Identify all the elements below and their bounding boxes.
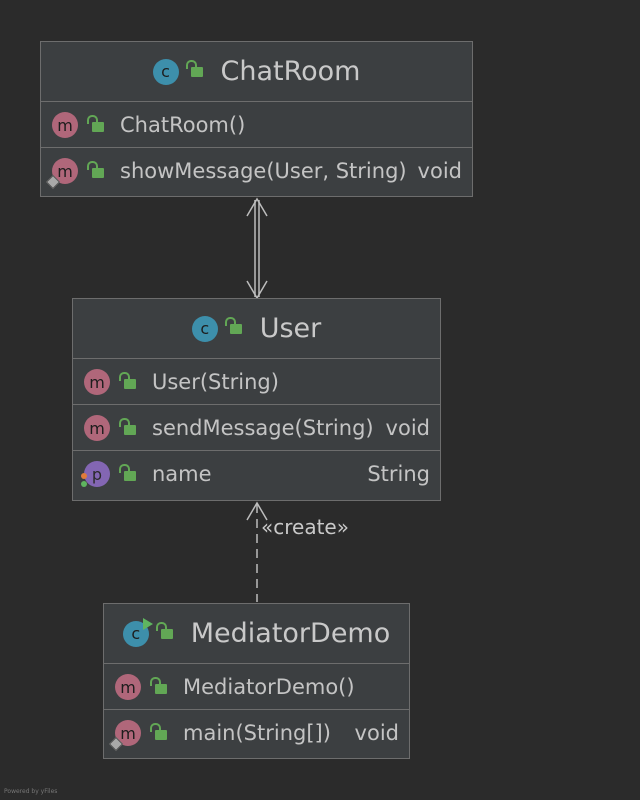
public-lock-icon bbox=[87, 115, 104, 132]
method-icon-letter: m bbox=[57, 161, 73, 181]
create-arrowhead bbox=[246, 501, 268, 521]
public-lock-icon bbox=[119, 464, 136, 481]
run-flag-icon bbox=[142, 617, 153, 630]
public-lock-icon bbox=[119, 372, 136, 389]
user-constructor-row[interactable]: m User(String) bbox=[73, 359, 440, 405]
user-header: c User bbox=[73, 299, 440, 359]
public-lock-icon bbox=[87, 161, 104, 178]
chatroom-header: c ChatRoom bbox=[41, 42, 472, 102]
public-lock-icon bbox=[185, 59, 203, 77]
member-name: main(String[]) bbox=[183, 720, 331, 745]
setter-dot-icon bbox=[81, 481, 87, 487]
member-type: void bbox=[385, 415, 430, 440]
user-class-name: User bbox=[259, 313, 322, 344]
mediatordemo-header: c MediatorDemo bbox=[104, 604, 409, 664]
member-name: MediatorDemo() bbox=[183, 674, 355, 699]
mediatordemo-class-name: MediatorDemo bbox=[190, 618, 391, 649]
class-icon: c bbox=[191, 315, 218, 342]
mediatordemo-constructor-row[interactable]: m MediatorDemo() bbox=[104, 664, 409, 710]
method-icon: m bbox=[45, 158, 78, 190]
chatroom-showmessage-row[interactable]: m showMessage(User, String) void bbox=[41, 148, 472, 193]
chatroom-class-name: ChatRoom bbox=[220, 56, 361, 87]
method-icon: m bbox=[84, 369, 110, 395]
member-name: ChatRoom() bbox=[120, 112, 246, 137]
chatroom-constructor-row[interactable]: m ChatRoom() bbox=[41, 102, 472, 148]
public-lock-icon bbox=[150, 677, 167, 694]
user-class-node[interactable]: c User m User(String) m sendMessage(Stri… bbox=[72, 298, 441, 501]
method-icon-letter: m bbox=[120, 723, 136, 743]
member-name: sendMessage(String) bbox=[152, 415, 374, 440]
member-type: void bbox=[417, 158, 462, 183]
member-name: name bbox=[152, 461, 212, 486]
getter-dot-icon bbox=[81, 473, 87, 479]
mediatordemo-class-node[interactable]: c MediatorDemo m MediatorDemo() m main(S… bbox=[103, 603, 410, 759]
mediatordemo-main-row[interactable]: m main(String[]) void bbox=[104, 710, 409, 755]
powered-by-footer: Powered by yFiles bbox=[4, 788, 58, 795]
runnable-class-icon: c bbox=[122, 617, 153, 647]
arrowhead-to-chatroom bbox=[246, 197, 268, 217]
public-lock-icon bbox=[119, 418, 136, 435]
user-sendmessage-row[interactable]: m sendMessage(String) void bbox=[73, 405, 440, 451]
property-icon-letter: p bbox=[91, 464, 103, 484]
public-lock-icon bbox=[155, 621, 173, 639]
public-lock-icon bbox=[150, 723, 167, 740]
member-name: showMessage(User, String) bbox=[120, 158, 407, 183]
chatroom-class-node[interactable]: c ChatRoom m ChatRoom() m showMessage(Us… bbox=[40, 41, 473, 197]
class-icon: c bbox=[152, 58, 179, 85]
method-icon: m bbox=[84, 415, 110, 441]
member-name: User(String) bbox=[152, 369, 279, 394]
static-method-icon: m bbox=[108, 720, 141, 752]
arrowhead-to-user bbox=[246, 280, 268, 300]
public-lock-icon bbox=[224, 316, 242, 334]
member-type: void bbox=[354, 720, 399, 745]
class-icon-letter: c bbox=[131, 624, 141, 643]
method-icon: m bbox=[115, 674, 141, 700]
user-name-property-row[interactable]: p name String bbox=[73, 451, 440, 496]
property-icon: p bbox=[81, 461, 110, 487]
create-dependency-label: «create» bbox=[261, 515, 349, 539]
member-type: String bbox=[367, 461, 430, 486]
method-icon: m bbox=[52, 112, 78, 138]
